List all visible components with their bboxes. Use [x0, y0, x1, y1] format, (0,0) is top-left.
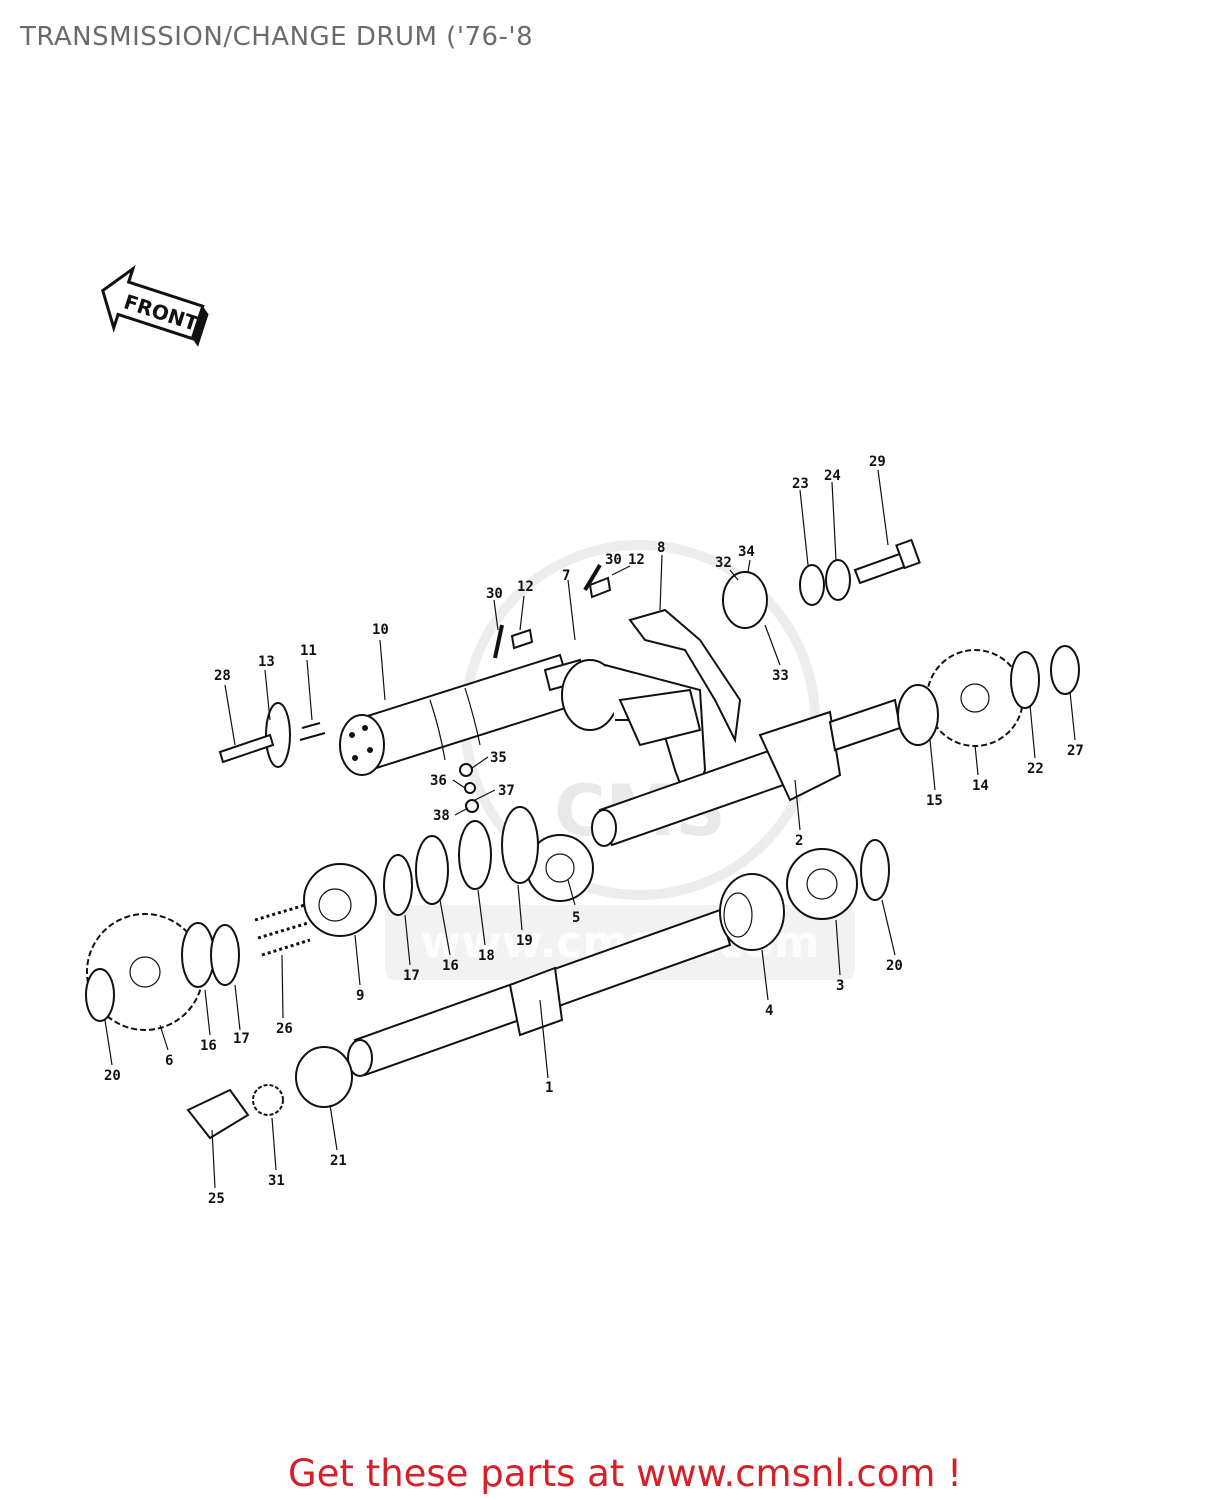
callout-9: 9	[356, 988, 364, 1004]
callout-29: 29	[869, 454, 886, 470]
callout-33: 33	[772, 668, 789, 684]
callout-36: 36	[430, 773, 447, 789]
callout-1: 1	[545, 1080, 553, 1096]
callout-24: 24	[824, 468, 841, 484]
sprocket-14	[926, 649, 1024, 747]
washers	[85, 559, 1080, 1116]
bolts-pins	[186, 538, 921, 1140]
callout-19: 19	[516, 933, 533, 949]
callout-8: 8	[657, 540, 665, 556]
callout-30b: 30	[605, 552, 622, 568]
callout-6: 6	[165, 1053, 173, 1069]
gear-4	[719, 873, 785, 951]
callout-20a: 20	[104, 1068, 121, 1084]
callout-26: 26	[276, 1021, 293, 1037]
callout-13: 13	[258, 654, 275, 670]
gear-9	[303, 863, 377, 937]
page-title: TRANSMISSION/CHANGE DRUM ('76-'8	[20, 22, 534, 52]
callout-11: 11	[300, 643, 317, 659]
callout-labels: 1 2 3 4 5 6 7 8 9 10 11 12 12 13 14 15 1…	[104, 454, 1084, 1207]
callout-7: 7	[562, 568, 570, 584]
callout-30a: 30	[486, 586, 503, 602]
leader-lines	[104, 469, 1076, 1189]
callout-28: 28	[214, 668, 231, 684]
callout-17a: 17	[233, 1031, 250, 1047]
callout-16a: 16	[200, 1038, 217, 1054]
change-drum	[339, 653, 587, 776]
callout-10: 10	[372, 622, 389, 638]
callout-31: 31	[268, 1173, 285, 1189]
callout-37: 37	[498, 783, 515, 799]
callout-17b: 17	[403, 968, 420, 984]
callout-3: 3	[836, 978, 844, 994]
callout-4: 4	[765, 1003, 773, 1019]
callout-32: 32	[715, 555, 732, 571]
callout-14: 14	[972, 778, 989, 794]
callout-22: 22	[1027, 761, 1044, 777]
gear-3	[786, 848, 858, 920]
callout-34: 34	[738, 544, 755, 560]
callout-5: 5	[572, 910, 580, 926]
front-arrow-icon: FRONT	[100, 264, 209, 347]
callout-25: 25	[208, 1191, 225, 1207]
drive-shaft	[347, 908, 732, 1077]
callout-20b: 20	[886, 958, 903, 974]
callout-18: 18	[478, 948, 495, 964]
callout-21: 21	[330, 1153, 347, 1169]
callout-16b: 16	[442, 958, 459, 974]
callout-35: 35	[490, 750, 507, 766]
footer-link[interactable]: Get these parts at www.cmsnl.com !	[287, 1452, 962, 1495]
chain-26	[254, 903, 311, 957]
callout-38: 38	[433, 808, 450, 824]
callout-27: 27	[1067, 743, 1084, 759]
callout-15: 15	[926, 793, 943, 809]
callout-12b: 12	[628, 552, 645, 568]
output-shaft	[591, 698, 902, 847]
shift-forks	[561, 608, 742, 813]
callout-23: 23	[792, 476, 809, 492]
callout-12a: 12	[517, 579, 534, 595]
callout-2: 2	[795, 833, 803, 849]
